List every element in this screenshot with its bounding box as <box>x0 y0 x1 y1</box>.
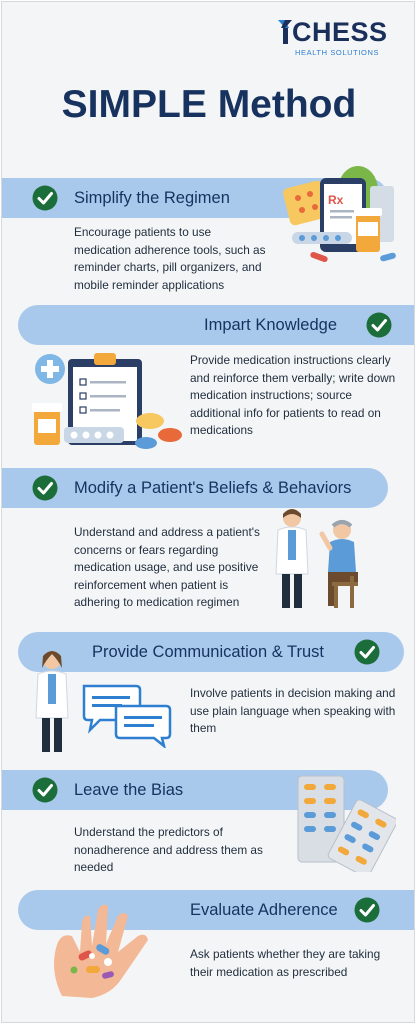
check-circle-icon <box>32 475 58 501</box>
hand-pills-icon <box>54 904 148 998</box>
logo-mark-icon <box>278 20 292 44</box>
check-circle-icon <box>354 639 380 665</box>
step-heading: Evaluate Adherence <box>190 901 338 919</box>
clipboard-pills-icon <box>32 353 182 449</box>
blister-pack-icon <box>297 775 396 872</box>
check-circle-icon <box>366 312 392 338</box>
svg-text:Rx: Rx <box>328 193 344 207</box>
step-heading: Simplify the Regimen <box>74 189 230 207</box>
step-description: Understand and address a patient's conce… <box>74 525 260 610</box>
step-heading: Provide Communication & Trust <box>92 643 325 661</box>
step-heading: Impart Knowledge <box>204 316 337 334</box>
medication-tools-icon: Rx <box>283 166 396 263</box>
check-circle-icon <box>32 777 58 803</box>
logo-tagline: HEALTH SOLUTIONS <box>295 48 380 57</box>
page-title: SIMPLE Method <box>61 83 357 126</box>
doctor-patient-icon <box>275 509 358 608</box>
step-description: Provide medication instructions clearly … <box>190 353 396 438</box>
doctor-figure-icon <box>35 651 69 752</box>
step-band-communication: Provide Communication & Trust <box>18 632 404 672</box>
step-description: Ask patients whether they are taking the… <box>190 947 381 979</box>
chess-logo: CHESS HEALTH SOLUTIONS <box>276 16 400 66</box>
chat-bubbles-icon <box>82 684 172 748</box>
step-band-impart: Impart Knowledge <box>18 305 414 345</box>
step-description: Involve patients in decision making and … <box>190 686 396 736</box>
step-band-modify: Modify a Patient's Beliefs & Behaviors <box>2 468 388 508</box>
step-description: Encourage patients to use medication adh… <box>74 225 266 292</box>
step-description: Understand the predictors of nonadherenc… <box>74 825 263 875</box>
check-circle-icon <box>32 185 58 211</box>
check-circle-icon <box>354 897 380 923</box>
logo-wordmark: CHESS <box>292 17 388 47</box>
step-heading: Modify a Patient's Beliefs & Behaviors <box>74 479 352 497</box>
step-heading: Leave the Bias <box>74 781 184 799</box>
